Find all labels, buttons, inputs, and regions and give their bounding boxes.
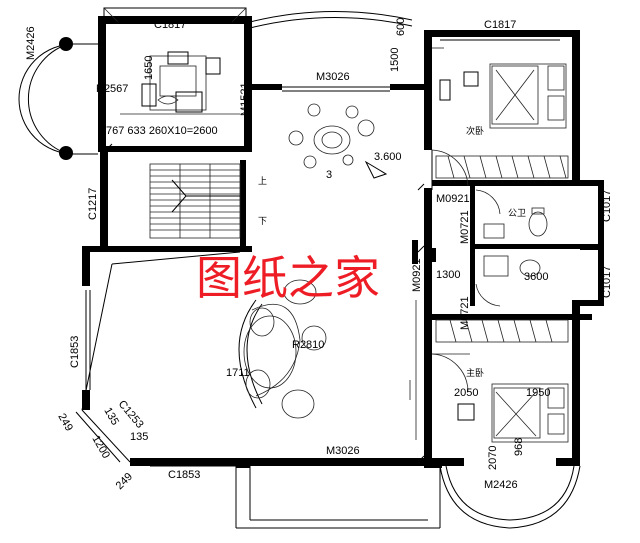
label-c1853-left: C1853 xyxy=(69,336,81,368)
watermark: 图纸之家 xyxy=(196,251,380,305)
label-1300: 1300 xyxy=(436,269,460,281)
label-968: 968 xyxy=(513,438,525,456)
windows xyxy=(85,19,602,467)
label-c1853-bottom: C1853 xyxy=(168,469,200,481)
label-1711: 1711 xyxy=(226,367,250,379)
label-m1521: M1521 xyxy=(239,82,251,116)
label-m0921: M0921 xyxy=(436,193,470,205)
label-1950: 1950 xyxy=(526,387,550,399)
label-135-b: 135 xyxy=(130,431,148,443)
staircase xyxy=(149,163,241,239)
second-bedroom-furniture xyxy=(432,47,569,179)
label-600: 600 xyxy=(395,18,407,36)
label-down: 下 xyxy=(258,217,267,227)
room-label-bathroom: 公卫 xyxy=(508,208,526,219)
label-r2567: R2567 xyxy=(96,83,128,95)
balcony-left xyxy=(18,37,98,160)
living-furniture xyxy=(238,279,417,440)
label-249-a: 249 xyxy=(55,412,75,434)
room-label-second-bedroom: 次卧 xyxy=(466,125,484,137)
label-m2426-right: M2426 xyxy=(484,479,518,491)
label-m0721-a: M0721 xyxy=(459,210,471,244)
room-labels: 次卧 主卧 公卫 xyxy=(466,125,526,379)
label-249-b: 249 xyxy=(114,471,135,492)
label-up: 上 xyxy=(258,176,267,187)
study-furniture xyxy=(120,51,240,115)
walls xyxy=(82,16,604,468)
label-1200: 1200 xyxy=(89,434,112,461)
label-2070: 2070 xyxy=(487,446,499,470)
label-m3026-top: M3026 xyxy=(316,71,350,83)
label-3600: 3600 xyxy=(524,271,548,283)
label-dims-row: 767 633 260X10=2600 xyxy=(106,125,218,137)
label-c1253: C1253 xyxy=(116,398,146,431)
master-bedroom-furniture xyxy=(431,319,569,443)
label-m3026-bottom: M3026 xyxy=(326,445,360,457)
lounge-furniture xyxy=(288,103,388,179)
label-m2426-left: M2426 xyxy=(25,26,37,60)
label-c1217: C1217 xyxy=(87,188,99,220)
label-c1017-a: C1017 xyxy=(601,190,613,222)
label-3: 3 xyxy=(326,169,332,181)
label-2050: 2050 xyxy=(454,387,478,399)
label-m0921-b: M0921 xyxy=(411,258,423,292)
balcony-top xyxy=(249,10,413,29)
label-r2810: R2810 xyxy=(292,339,324,351)
label-c1817-b: C1817 xyxy=(484,19,516,31)
label-m0721-b: M0721 xyxy=(459,296,471,330)
label-1650: 1650 xyxy=(143,56,155,80)
label-c1017-b: C1017 xyxy=(601,266,613,298)
balcony-bottom xyxy=(235,465,581,529)
label-c1817-a: C1817 xyxy=(154,19,186,31)
bathroom-fixtures xyxy=(475,189,548,307)
bay-window xyxy=(75,251,241,463)
dimension-ticks xyxy=(105,143,425,463)
label-1500: 1500 xyxy=(389,48,401,72)
label-level: 3.600 xyxy=(374,151,402,163)
room-label-master-bedroom: 主卧 xyxy=(466,367,484,379)
label-135-a: 135 xyxy=(101,406,121,428)
